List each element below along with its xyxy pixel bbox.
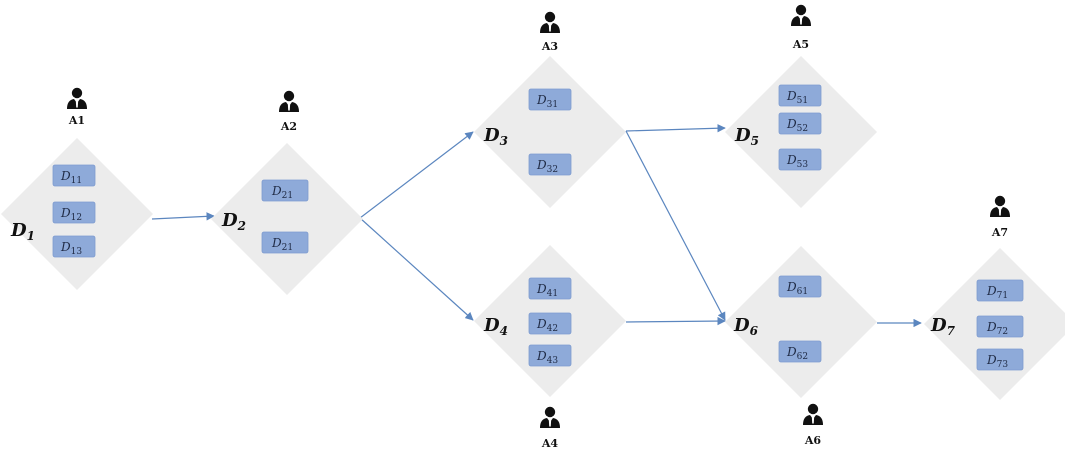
item-box-d7-3 bbox=[976, 348, 1024, 371]
item-box-d7-1 bbox=[976, 279, 1024, 302]
node-label-d4: D4 bbox=[483, 315, 508, 338]
actor-label-a1: A1 bbox=[68, 114, 85, 127]
actor-label-a2: A2 bbox=[280, 120, 297, 133]
item-label-d2-2: D21 bbox=[271, 236, 293, 253]
item-label-d5-3: D53 bbox=[786, 153, 808, 170]
node-d6-diamond bbox=[725, 246, 877, 398]
actor-label-a5: A5 bbox=[792, 38, 809, 51]
actor-a5-person-icon bbox=[791, 4, 811, 26]
node-label-d5: D5 bbox=[734, 125, 759, 148]
item-box-d7-2 bbox=[976, 315, 1024, 338]
item-label-d4-1: D41 bbox=[536, 282, 558, 299]
actor-label-a6: A6 bbox=[804, 434, 822, 447]
node-label-d6: D6 bbox=[733, 315, 759, 338]
item-label-d1-2: D12 bbox=[60, 206, 82, 223]
node-label-d3: D3 bbox=[483, 125, 508, 148]
item-label-d7-1: D71 bbox=[986, 284, 1008, 301]
item-box-d4-3 bbox=[528, 344, 572, 367]
edge-d1-to-d2 bbox=[151, 212, 215, 221]
item-label-d1-1: D11 bbox=[60, 169, 82, 186]
item-label-d3-2: D32 bbox=[536, 158, 558, 175]
edge-d2-to-d4 bbox=[359, 217, 474, 321]
nodes-layer: D11D12D13D1A1D21D21D2A2D31D32D3A3D41D42D… bbox=[1, 4, 1065, 450]
item-box-d2-2 bbox=[261, 231, 309, 254]
item-label-d6-2: D62 bbox=[786, 345, 808, 362]
item-label-d7-2: D72 bbox=[986, 320, 1008, 337]
actor-label-a3: A3 bbox=[541, 40, 558, 53]
item-box-d1-1 bbox=[52, 164, 96, 187]
item-box-d4-1 bbox=[528, 277, 572, 300]
item-box-d3-1 bbox=[528, 88, 572, 111]
item-label-d5-1: D51 bbox=[786, 89, 808, 106]
actor-a6-person-icon bbox=[803, 403, 823, 425]
actor-a4-person-icon bbox=[540, 406, 560, 428]
node-d2-diamond bbox=[211, 143, 363, 295]
item-label-d4-3: D43 bbox=[536, 349, 558, 366]
item-label-d6-1: D61 bbox=[786, 280, 808, 297]
actor-label-a4: A4 bbox=[541, 437, 559, 450]
item-box-d1-2 bbox=[52, 201, 96, 224]
item-box-d2-1 bbox=[261, 179, 309, 202]
actor-a3-person-icon bbox=[540, 11, 560, 33]
item-box-d5-3 bbox=[778, 148, 822, 171]
node-label-d2: D2 bbox=[221, 210, 246, 233]
item-box-d3-2 bbox=[528, 153, 572, 176]
actor-a2-person-icon bbox=[279, 90, 299, 112]
actor-label-a7: A7 bbox=[991, 226, 1008, 239]
item-label-d5-2: D52 bbox=[786, 117, 808, 134]
item-box-d5-1 bbox=[778, 84, 822, 107]
item-box-d1-3 bbox=[52, 235, 96, 258]
item-label-d7-3: D73 bbox=[986, 353, 1008, 370]
item-box-d5-2 bbox=[778, 112, 822, 135]
node-d3-diamond bbox=[474, 56, 626, 208]
actor-a1-person-icon bbox=[67, 87, 87, 109]
item-label-d2-1: D21 bbox=[271, 184, 293, 201]
edge-d3-to-d5 bbox=[625, 124, 726, 133]
item-box-d4-2 bbox=[528, 312, 572, 335]
item-label-d3-1: D31 bbox=[536, 93, 558, 110]
item-label-d1-3: D13 bbox=[60, 240, 82, 257]
item-box-d6-1 bbox=[778, 275, 822, 298]
actor-a7-person-icon bbox=[990, 195, 1010, 217]
edge-d3-to-d6 bbox=[625, 130, 726, 321]
node-label-d1: D1 bbox=[10, 220, 35, 243]
item-box-d6-2 bbox=[778, 340, 822, 363]
edge-d4-to-d6 bbox=[625, 316, 726, 326]
item-label-d4-2: D42 bbox=[536, 317, 558, 334]
edge-d2-to-d3 bbox=[359, 131, 474, 219]
edges-layer bbox=[151, 124, 922, 328]
node-label-d7: D7 bbox=[930, 315, 956, 338]
